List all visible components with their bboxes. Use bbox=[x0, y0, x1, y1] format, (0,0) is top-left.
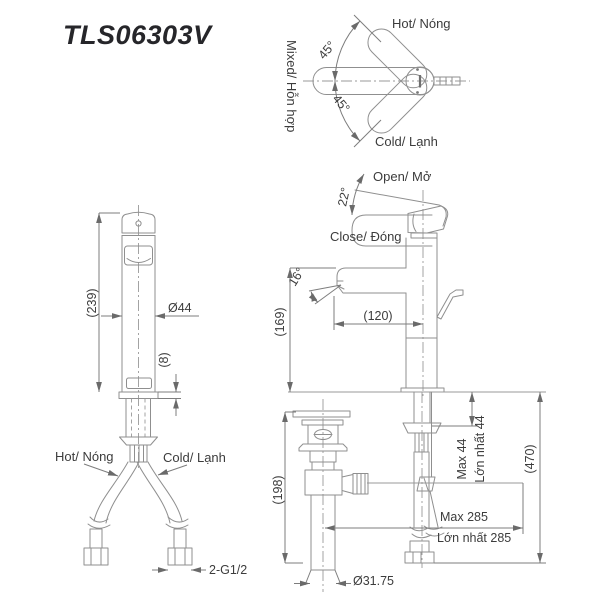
drain-dimensions bbox=[282, 411, 351, 587]
max-reach-dim: Max 285 bbox=[440, 510, 488, 524]
max-rod-dim-vi: Lớn nhất 44 bbox=[473, 415, 487, 482]
cold-angle-value: 45° bbox=[330, 92, 353, 115]
spout-angle-value: 16° bbox=[286, 265, 308, 288]
close-label: Close/ Đóng bbox=[330, 229, 402, 244]
drain-diameter-dim: Ø31.75 bbox=[353, 574, 394, 588]
side-view-drawing bbox=[288, 173, 546, 568]
model-title: TLS06303V bbox=[63, 20, 213, 50]
hose-length-dim: (470) bbox=[523, 444, 537, 473]
max-rod-dim: Max 44 bbox=[455, 438, 469, 479]
front-view-dimensions bbox=[83, 212, 206, 573]
hot-position-label: Hot/ Nóng bbox=[392, 16, 451, 31]
spout-top-view bbox=[433, 76, 461, 86]
mixed-position-label: Mixed/ Hỗn hợp bbox=[284, 40, 299, 132]
drain-height-dim: (198) bbox=[271, 475, 285, 504]
open-label: Open/ Mở bbox=[373, 169, 432, 184]
top-view-drawing bbox=[303, 14, 470, 148]
base-thickness-dim: (8) bbox=[157, 352, 171, 367]
open-angle-value: 22° bbox=[335, 186, 353, 207]
spout-reach-dim: (120) bbox=[363, 309, 392, 323]
front-view-drawing bbox=[83, 205, 193, 566]
drain-drawing bbox=[292, 399, 369, 592]
height-dim: (239) bbox=[85, 288, 99, 317]
hot-supply-label: Hot/ Nóng bbox=[55, 449, 114, 464]
spout-height-dim: (169) bbox=[273, 307, 287, 336]
thread-spec-label: 2-G1/2 bbox=[209, 563, 247, 577]
max-reach-dim-vi: Lớn nhất 285 bbox=[437, 531, 511, 545]
cold-position-label: Cold/ Lạnh bbox=[375, 134, 438, 149]
hot-angle-value: 45° bbox=[316, 38, 339, 61]
diameter-dim: Ø44 bbox=[168, 301, 192, 315]
side-view-dimensions bbox=[287, 267, 546, 564]
cold-supply-label: Cold/ Lạnh bbox=[163, 450, 226, 465]
